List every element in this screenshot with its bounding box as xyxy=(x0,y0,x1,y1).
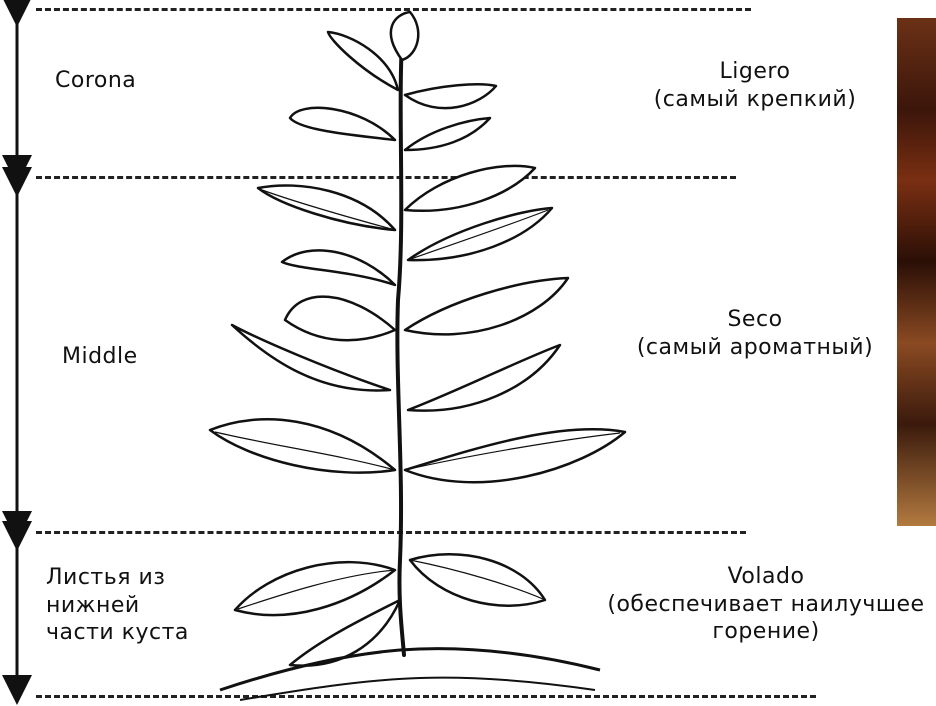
leaf xyxy=(210,419,395,472)
cigar-photo-fragment xyxy=(897,18,936,526)
zone-label-lower: Листья из нижней части куста xyxy=(46,564,189,647)
leaf xyxy=(408,345,560,411)
leaf-type-title: Seco xyxy=(615,306,895,334)
leaf-type-title: Ligero xyxy=(620,58,890,86)
leaf xyxy=(405,84,496,108)
zone-label-lower-line-1: Листья из xyxy=(46,564,189,592)
leaf-type-desc: (самый крепкий) xyxy=(620,86,890,114)
leaf-type-desc-line-1: (обеспечивает наилучшее xyxy=(596,591,936,619)
zone-label-lower-line-2: нижней xyxy=(46,592,189,620)
leaf xyxy=(405,278,568,334)
leaf-type-ligero: Ligero (самый крепкий) xyxy=(620,58,890,113)
tobacco-plant-illustration xyxy=(200,0,640,706)
leaf xyxy=(258,185,395,230)
leaf xyxy=(405,118,490,150)
leaf-type-seco: Seco (самый ароматный) xyxy=(615,306,895,361)
leaf xyxy=(328,32,398,90)
zone-label-lower-line-3: части куста xyxy=(46,619,189,647)
leaf-type-title: Volado xyxy=(596,563,936,591)
zone-label-corona: Corona xyxy=(55,67,136,95)
zone-arrows xyxy=(0,0,50,706)
stem xyxy=(397,40,404,655)
zone-label-middle: Middle xyxy=(62,343,138,371)
leaf-type-desc-line-2: горение) xyxy=(596,618,936,646)
leaf xyxy=(285,297,395,341)
leaf xyxy=(235,562,395,615)
leaf xyxy=(405,166,535,211)
leaf xyxy=(290,108,395,140)
leaf xyxy=(410,554,545,605)
leaf xyxy=(282,250,395,285)
leaf xyxy=(405,429,625,482)
leaf-type-volado: Volado (обеспечивает наилучшее горение) xyxy=(596,563,936,646)
leaf-type-desc: (самый ароматный) xyxy=(615,334,895,362)
leaf xyxy=(391,12,418,60)
